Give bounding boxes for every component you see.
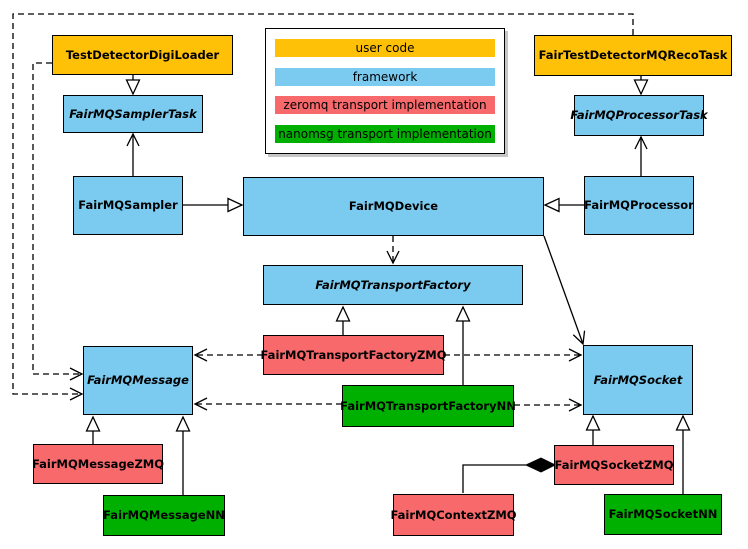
class-box-fairmqprocessor: FairMQProcessor	[584, 176, 694, 235]
class-box-fairmqtransportfactory: FairMQTransportFactory	[263, 265, 523, 305]
association-device-to-socket	[543, 235, 586, 346]
class-label: FairMQSocketZMQ	[554, 457, 674, 472]
class-label: FairMQTransportFactory	[315, 277, 471, 292]
class-label: FairMQProcessorTask	[570, 108, 708, 123]
class-label: FairTestDetectorMQRecoTask	[538, 48, 728, 63]
class-label: FairMQContextZMQ	[390, 507, 517, 522]
class-box-fairmqprocessortask: FairMQProcessorTask	[570, 95, 708, 136]
class-box-fairmqsamplertask: FairMQSamplerTask	[63, 95, 203, 133]
composition-diamond-icon	[524, 457, 557, 473]
legend-item-user-code: user code	[275, 39, 495, 58]
legend-item-framework: framework	[275, 67, 495, 86]
class-label: FairMQSamplerTask	[69, 106, 197, 121]
dependency-digiloader-to-message	[32, 62, 84, 381]
class-label: FairMQTransportFactoryZMQ	[260, 347, 447, 362]
class-box-fairmqsampler: FairMQSampler	[73, 176, 183, 235]
composition-socketzmq-contextzmq-line	[462, 464, 526, 493]
class-box-fairmqdevice: FairMQDevice	[243, 177, 544, 236]
class-box-fairmqcontextzmq: FairMQContextZMQ	[390, 494, 517, 536]
legend: user code framework zeromq transport imp…	[265, 28, 505, 154]
legend-label: user code	[355, 41, 415, 56]
class-box-fairtestdetectormqrecotask: FairTestDetectorMQRecoTask	[534, 35, 732, 76]
legend-label: framework	[352, 69, 418, 84]
legend-label: zeromq transport implementation	[283, 98, 487, 113]
class-label: FairMQTransportFactoryNN	[340, 398, 516, 413]
class-label: FairMQSocketNN	[608, 507, 718, 522]
dependency-recotask-to-message	[12, 13, 634, 401]
class-label: TestDetectorDigiLoader	[65, 47, 220, 62]
legend-item-zeromq: zeromq transport implementation	[275, 96, 495, 115]
class-box-fairmqsocketzmq: FairMQSocketZMQ	[554, 445, 674, 485]
class-label: FairMQSocket	[593, 372, 683, 387]
class-label: FairMQMessageZMQ	[31, 456, 165, 471]
class-label: FairMQSampler	[78, 198, 178, 213]
class-box-fairmqsocket: FairMQSocket	[583, 345, 693, 415]
class-label: FairMQMessageNN	[103, 508, 225, 523]
legend-item-nanomsg: nanomsg transport implementation	[275, 124, 495, 143]
class-label: FairMQDevice	[348, 199, 439, 214]
legend-label: nanomsg transport implementation	[278, 126, 492, 141]
class-box-fairmqmessagezmq: FairMQMessageZMQ	[31, 444, 165, 484]
class-box-testdetectordigiloader: TestDetectorDigiLoader	[52, 35, 233, 75]
class-box-fairmqmessage: FairMQMessage	[83, 346, 193, 415]
class-box-fairmqtransportfactorynn: FairMQTransportFactoryNN	[340, 385, 516, 427]
class-label: FairMQMessage	[87, 373, 189, 388]
class-box-fairmqmessagenn: FairMQMessageNN	[103, 495, 225, 536]
class-box-fairmqsocketnn: FairMQSocketNN	[604, 494, 722, 535]
class-label: FairMQProcessor	[584, 198, 694, 213]
class-box-fairmqtransportfactoryzmq: FairMQTransportFactoryZMQ	[260, 335, 447, 375]
